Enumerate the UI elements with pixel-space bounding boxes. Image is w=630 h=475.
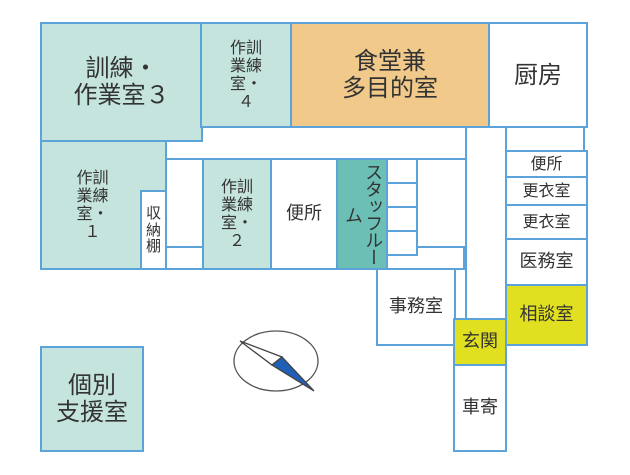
staff-room-label: スタッフルーム xyxy=(342,163,384,265)
room-storage: 収 納 棚 xyxy=(140,190,167,270)
staff-cubby-4 xyxy=(386,230,418,256)
staff-cubby-3 xyxy=(386,206,418,232)
room-dining: 食堂兼 多目的室 xyxy=(290,22,490,128)
room-car-porch: 車寄 xyxy=(453,364,507,452)
room-locker-2: 更衣室 xyxy=(505,204,588,240)
room-training-4: 作訓 業練 室・ ４ xyxy=(200,22,292,128)
room-toilet-right: 便所 xyxy=(505,150,588,178)
room-consultation: 相談室 xyxy=(505,284,588,346)
room-training-2: 作訓 業練 室・ ２ xyxy=(202,158,272,270)
staff-cubby-2 xyxy=(386,182,418,208)
room-medical: 医務室 xyxy=(505,238,588,286)
staff-cubby-1 xyxy=(386,158,418,184)
room-individual-support: 個別 支援室 xyxy=(40,346,144,452)
right-corridor xyxy=(465,126,507,344)
room-toilet-center: 便所 xyxy=(270,158,338,270)
room-entrance: 玄関 xyxy=(453,318,507,366)
room-kitchen: 厨房 xyxy=(488,22,588,128)
room-staff: スタッフルーム xyxy=(336,158,388,270)
room-locker-1: 更衣室 xyxy=(505,176,588,206)
compass-icon xyxy=(233,330,319,392)
room-office: 事務室 xyxy=(376,268,456,346)
room-training-3: 訓練・ 作業室３ xyxy=(40,22,203,142)
